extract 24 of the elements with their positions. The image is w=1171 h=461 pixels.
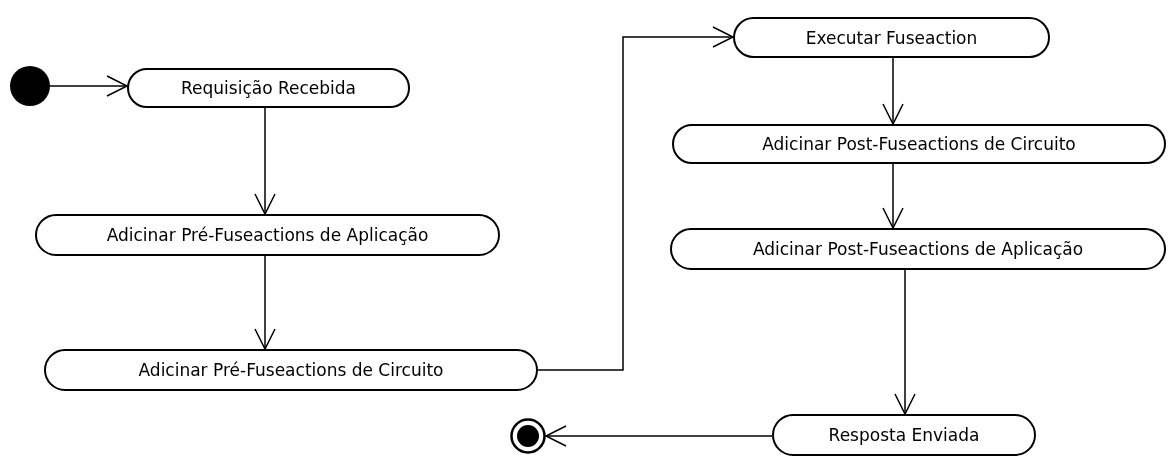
arrow xyxy=(49,75,128,97)
activity-box xyxy=(44,349,538,391)
activity-box xyxy=(35,214,500,256)
activity-box xyxy=(127,68,410,108)
arrow xyxy=(537,26,734,371)
arrow xyxy=(882,163,904,229)
activity-box xyxy=(670,228,1166,270)
arrow xyxy=(254,255,276,350)
initial-node xyxy=(10,66,50,106)
activity-label: Requisição Recebida xyxy=(181,78,356,98)
arrow xyxy=(254,107,276,215)
activity-box xyxy=(672,124,1166,164)
activity-label: Adicinar Post-Fuseactions de Aplicação xyxy=(752,239,1084,259)
activity-label: Adicinar Pré-Fuseactions de Circuito xyxy=(138,360,444,380)
activity-label: Executar Fuseaction xyxy=(805,27,978,48)
arrow xyxy=(894,269,916,415)
activity-box xyxy=(772,414,1036,456)
activity-box xyxy=(733,17,1050,58)
arrow xyxy=(545,425,773,447)
activity-label: Adicinar Post-Fuseactions de Circuito xyxy=(762,134,1076,154)
activity-label: Adicinar Pré-Fuseactions de Aplicação xyxy=(106,225,429,245)
final-node xyxy=(510,418,546,454)
arrow xyxy=(882,57,904,125)
activity-label: Resposta Enviada xyxy=(828,425,980,445)
